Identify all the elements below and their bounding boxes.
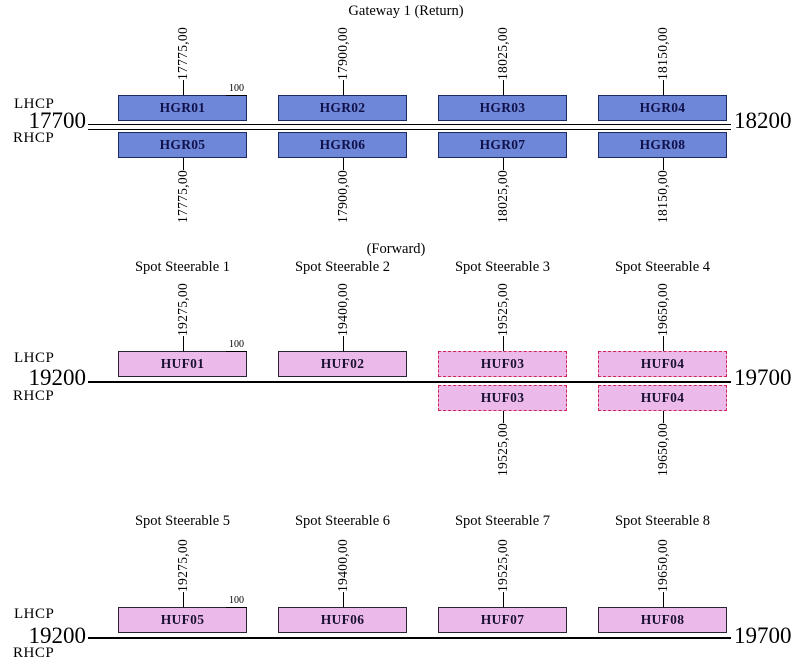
column-title: Spot Steerable 5 <box>134 513 231 529</box>
axis-end-label: 19700 <box>734 623 792 648</box>
freq-label-above: 19275,00 <box>174 282 190 336</box>
freq-label-above: 19400,00 <box>334 538 350 592</box>
freq-label-below: 17900,00 <box>334 170 350 224</box>
column-title: Spot Steerable 8 <box>614 513 711 529</box>
freq-tick-below <box>502 158 504 170</box>
freq-tick-above <box>182 592 184 607</box>
band-box: HUF01 <box>118 351 247 377</box>
band-box: HGR06 <box>278 132 407 158</box>
polarization-label-rhcp: RHCP <box>13 388 55 404</box>
axis-start-label: 19200 <box>28 365 87 390</box>
freq-tick-above <box>502 592 504 607</box>
band-box: HGR03 <box>438 95 567 121</box>
polarization-label-rhcp: RHCP <box>13 645 55 661</box>
freq-tick-below <box>182 158 184 170</box>
column-title: Spot Steerable 7 <box>454 513 551 529</box>
polarization-label-rhcp: RHCP <box>13 130 55 146</box>
bandwidth-label: 100 <box>226 339 247 352</box>
freq-label-below: 18025,00 <box>494 170 510 224</box>
freq-tick-above <box>662 80 664 95</box>
chart-title: Gateway 1 (Return) <box>348 3 464 19</box>
band-box: HGR04 <box>598 95 727 121</box>
column-title: Spot Steerable 2 <box>294 259 391 275</box>
freq-label-above: 19650,00 <box>654 538 670 592</box>
band-box: HUF03 <box>438 385 567 411</box>
polarization-label-lhcp: LHCP <box>14 350 55 366</box>
polarization-label-lhcp: LHCP <box>14 606 55 622</box>
band-box: HUF07 <box>438 607 567 633</box>
axis-end-label: 18200 <box>734 108 792 133</box>
freq-label-above: 19650,00 <box>654 282 670 336</box>
freq-label-below: 19525,00 <box>494 423 510 477</box>
freq-tick-above <box>342 336 344 351</box>
polarization-label-lhcp: LHCP <box>14 96 55 112</box>
freq-label-above: 17900,00 <box>334 26 350 80</box>
freq-tick-above <box>502 336 504 351</box>
band-box: HUF08 <box>598 607 727 633</box>
freq-tick-below <box>662 411 664 423</box>
column-title: Spot Steerable 1 <box>134 259 231 275</box>
freq-label-above: 19275,00 <box>174 538 190 592</box>
freq-label-above: 18150,00 <box>654 26 670 80</box>
band-box: HGR01 <box>118 95 247 121</box>
band-box: HUF04 <box>598 385 727 411</box>
band-box: HUF02 <box>278 351 407 377</box>
column-title: Spot Steerable 3 <box>454 259 551 275</box>
freq-tick-below <box>662 158 664 170</box>
freq-tick-above <box>662 336 664 351</box>
freq-label-above: 19400,00 <box>334 282 350 336</box>
freq-tick-above <box>662 592 664 607</box>
freq-tick-above <box>502 80 504 95</box>
freq-label-below: 18150,00 <box>654 170 670 224</box>
freq-tick-above <box>182 336 184 351</box>
axis-start-label: 19200 <box>28 623 87 648</box>
freq-tick-below <box>342 158 344 170</box>
freq-tick-above <box>342 592 344 607</box>
freq-label-above: 19525,00 <box>494 282 510 336</box>
chart-title: (Forward) <box>366 241 426 257</box>
axis-end-label: 19700 <box>734 365 792 390</box>
freq-label-below: 19650,00 <box>654 423 670 477</box>
freq-tick-above <box>182 80 184 95</box>
band-box: HGR07 <box>438 132 567 158</box>
band-box: HGR08 <box>598 132 727 158</box>
frequency-axis-line <box>88 128 731 130</box>
band-box: HUF04 <box>598 351 727 377</box>
band-box: HUF06 <box>278 607 407 633</box>
frequency-axis-line <box>88 636 731 639</box>
frequency-axis-line <box>88 380 731 383</box>
freq-label-above: 19525,00 <box>494 538 510 592</box>
column-title: Spot Steerable 4 <box>614 259 711 275</box>
freq-label-above: 18025,00 <box>494 26 510 80</box>
band-box: HUF03 <box>438 351 567 377</box>
freq-label-below: 17775,00 <box>174 170 190 224</box>
bandwidth-label: 100 <box>226 595 247 608</box>
bandwidth-label: 100 <box>226 83 247 96</box>
freq-tick-above <box>342 80 344 95</box>
column-title: Spot Steerable 6 <box>294 513 391 529</box>
freq-tick-below <box>502 411 504 423</box>
axis-start-label: 17700 <box>28 108 87 133</box>
band-box: HGR02 <box>278 95 407 121</box>
frequency-axis-line <box>88 123 731 125</box>
freq-label-above: 17775,00 <box>174 26 190 80</box>
band-box: HGR05 <box>118 132 247 158</box>
band-box: HUF05 <box>118 607 247 633</box>
